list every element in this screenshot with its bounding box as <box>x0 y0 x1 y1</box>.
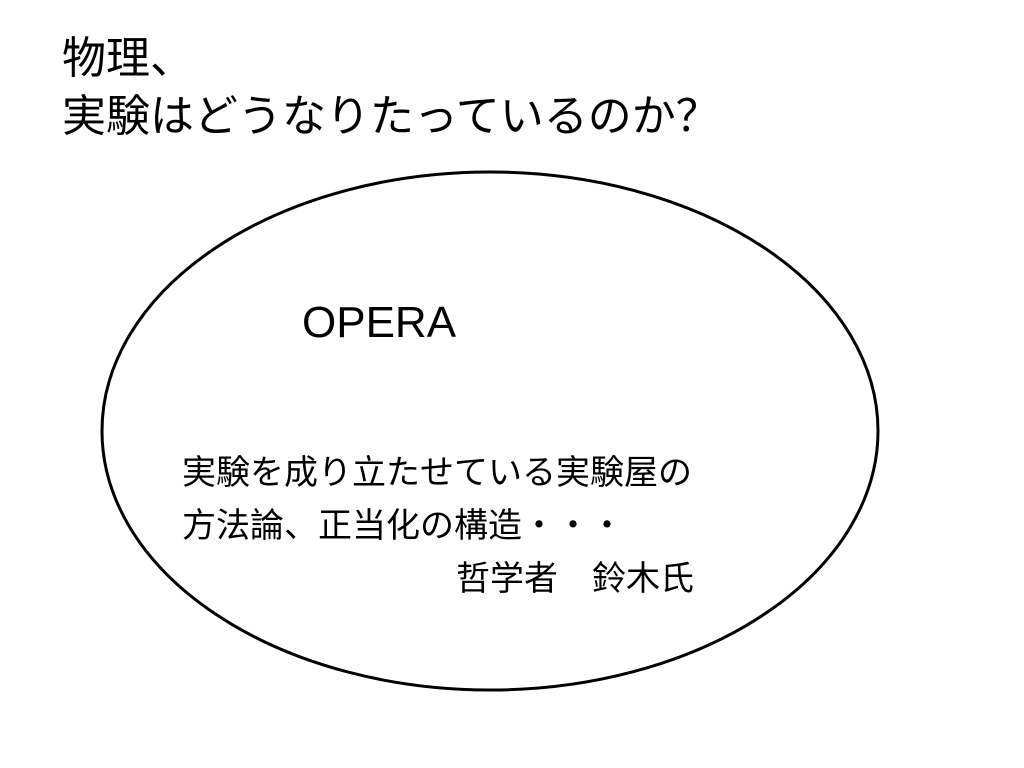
attribution: 哲学者 鈴木氏 <box>456 559 694 599</box>
opera-label: OPERA <box>302 298 457 347</box>
slide-title-line-2: 実験はどうなりたっているのか？ <box>62 91 720 142</box>
slide-title: 物理、 実験はどうなりたっているのか？ <box>62 30 720 146</box>
ellipse-body-text: 実験を成り立たせている実験屋の 方法論、正当化の構造・・・ <box>182 447 692 553</box>
ellipse-text-line-2: 方法論、正当化の構造・・・ <box>182 506 624 546</box>
slide-title-line-1: 物理、 <box>62 33 194 84</box>
ellipse-text-line-1: 実験を成り立たせている実験屋の <box>182 453 692 493</box>
ellipse-shape <box>100 170 880 692</box>
